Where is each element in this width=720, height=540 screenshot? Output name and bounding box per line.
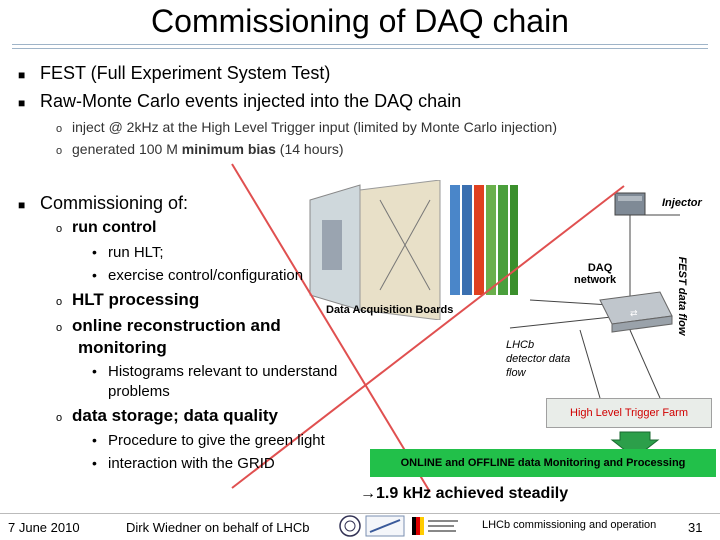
injector-server-icon <box>614 192 646 216</box>
green-light-text: Procedure to give the green light <box>108 432 325 449</box>
hlt-farm-label: High Level Trigger Farm <box>570 407 688 419</box>
dot-bullet-icon: • <box>92 267 97 283</box>
network-switch-icon: ⇄ <box>599 291 673 333</box>
lhcb-logo-icon <box>365 515 405 537</box>
daq-boards-label: Data Acquisition Boards <box>326 304 454 316</box>
hlt-processing-text: HLT processing <box>72 290 200 309</box>
square-bullet-icon: ■ <box>18 198 26 212</box>
run-control-item: o run control <box>56 218 156 239</box>
circle-bullet-icon: o <box>56 322 63 334</box>
title-divider <box>12 44 708 49</box>
sub-bullet-inject: o inject @ 2kHz at the High Level Trigger… <box>56 118 557 138</box>
detector-image <box>300 180 520 320</box>
grid-item: • interaction with the GRID <box>92 454 275 473</box>
online-recon-line2: monitoring <box>78 338 167 357</box>
footer-date: 7 June 2010 <box>8 520 80 535</box>
data-storage-item: o data storage; data quality <box>56 406 278 428</box>
slide-title: Commissioning of DAQ chain <box>151 3 569 39</box>
lhcb-flow-line1: LHCb <box>506 339 535 351</box>
online-offline-box: ONLINE and OFFLINE data Monitoring and P… <box>370 449 716 477</box>
svg-text:⇄: ⇄ <box>630 309 638 319</box>
fest-flow-label: FEST data flow <box>676 256 688 336</box>
circle-bullet-icon: o <box>56 123 63 135</box>
online-recon-item: o online reconstruction and <box>56 316 281 338</box>
sub-bullet-inject-text: inject @ 2kHz at the High Level Trigger … <box>72 119 557 135</box>
histograms-line1: Histograms relevant to understand <box>108 363 338 380</box>
ministry-logo-icon <box>412 517 458 535</box>
square-bullet-icon: ■ <box>18 96 26 110</box>
run-hlt-text: run HLT; <box>108 244 164 261</box>
university-seal-icon <box>339 515 361 537</box>
generated-prefix: generated 100 M <box>72 141 182 157</box>
circle-bullet-icon: o <box>56 412 63 424</box>
grid-text: interaction with the GRID <box>108 455 275 472</box>
bullet-fest: ■ FEST (Full Experiment System Test) <box>18 62 330 86</box>
exercise-control-item: • exercise control/configuration <box>92 266 303 285</box>
dot-bullet-icon: • <box>92 455 97 471</box>
lhcb-flow-line3: flow <box>506 367 526 379</box>
footer-talk-title: LHCb commissioning and operation <box>482 519 657 531</box>
daq-network-line1: DAQ <box>587 262 613 274</box>
online-offline-label: ONLINE and OFFLINE data Monitoring and P… <box>400 457 686 469</box>
data-storage-text: data storage; data quality <box>72 406 278 425</box>
dot-bullet-icon: • <box>92 432 97 448</box>
footer-logos <box>339 515 458 537</box>
circle-bullet-icon: o <box>56 145 63 157</box>
exercise-control-text: exercise control/configuration <box>108 267 304 284</box>
bullet-raw-mc: ■ Raw-Monte Carlo events injected into th… <box>18 90 461 114</box>
run-control-text: run control <box>72 219 157 236</box>
green-light-item: • Procedure to give the green light <box>92 431 325 450</box>
hlt-farm-box: High Level Trigger Farm <box>546 398 712 428</box>
circle-bullet-icon: o <box>56 296 63 308</box>
bullet-fest-text: FEST (Full Experiment System Test) <box>40 63 331 83</box>
dot-bullet-icon: • <box>92 244 97 260</box>
daq-network-label: DAQ network <box>574 262 616 286</box>
run-hlt-item: • run HLT; <box>92 243 164 262</box>
lhcb-flow-line2: detector data <box>506 353 571 365</box>
square-bullet-icon: ■ <box>18 68 26 82</box>
histograms-line2: problems <box>108 383 170 400</box>
histograms-item: • Histograms relevant to understand <box>92 362 337 381</box>
footer-divider <box>0 513 720 514</box>
footer-author: Dirk Wiedner on behalf of LHCb <box>126 520 310 535</box>
generated-suffix: (14 hours) <box>275 141 344 157</box>
commissioning-heading: Commissioning of: <box>40 193 189 213</box>
online-recon-line1: online reconstruction and <box>72 316 281 335</box>
achieved-statement: →1.9 kHz achieved steadily <box>360 485 569 502</box>
generated-bold: minimum bias <box>181 141 276 157</box>
circle-bullet-icon: o <box>56 223 63 235</box>
lhcb-flow-label: LHCb detector data flow <box>506 338 570 380</box>
page-number: 31 <box>688 520 703 535</box>
hlt-processing-item: o HLT processing <box>56 290 199 312</box>
dot-bullet-icon: • <box>92 363 97 379</box>
bullet-raw-mc-text: Raw-Monte Carlo events injected into the… <box>40 91 462 111</box>
sub-bullet-generated: o generated 100 M minimum bias (14 hours) <box>56 140 344 160</box>
daq-network-line2: network <box>574 274 617 286</box>
injector-label: Injector <box>662 197 702 209</box>
bullet-commissioning: ■ Commissioning of: <box>18 192 188 216</box>
